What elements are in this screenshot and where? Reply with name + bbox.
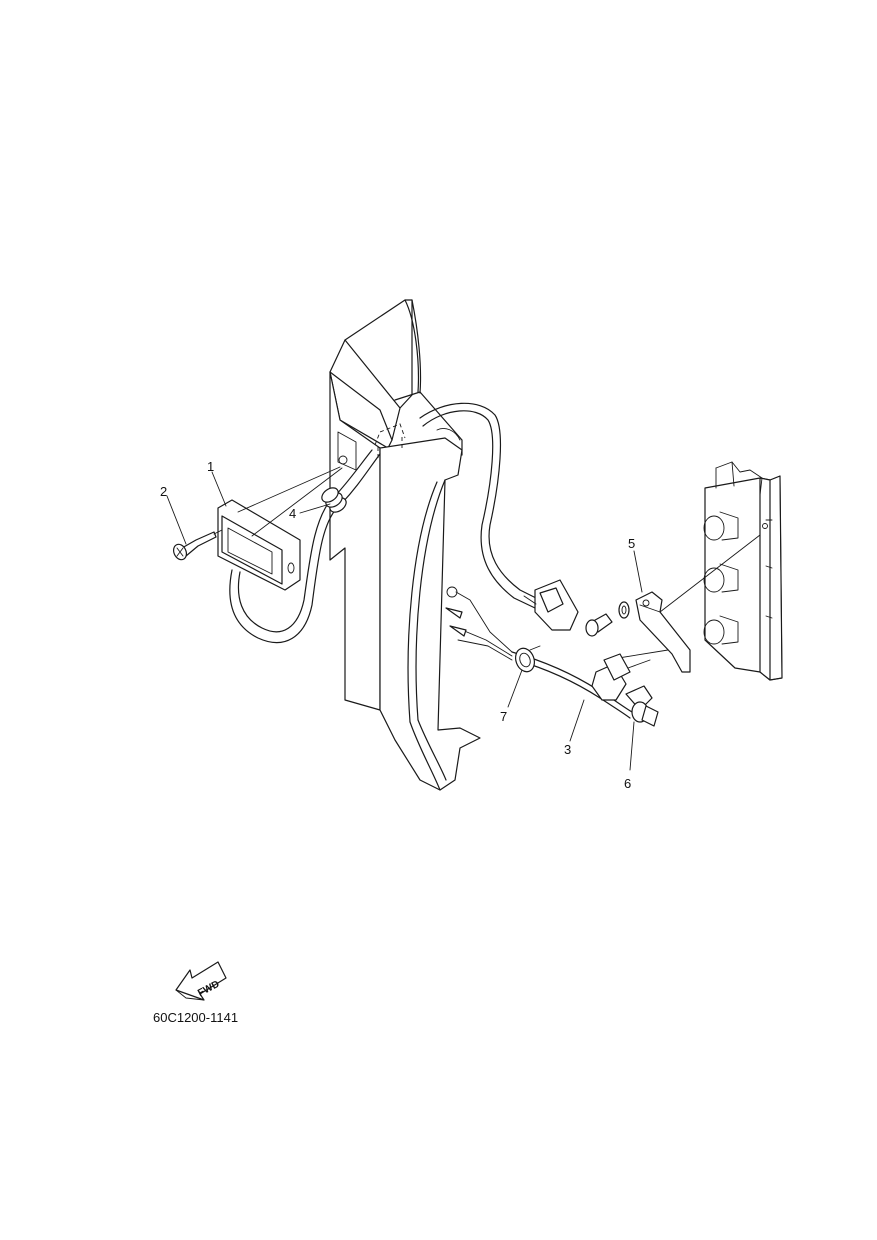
- callout-2: 2: [160, 484, 167, 499]
- sub-wire-harness: [445, 586, 651, 719]
- callout-1: 1: [207, 459, 214, 474]
- figure-code: 60C1200-1141: [153, 1010, 238, 1025]
- callout-6: 6: [624, 776, 631, 791]
- mounting-plate: [703, 461, 783, 681]
- wire-holder: [625, 685, 659, 727]
- cable-bracket: [585, 534, 761, 673]
- screw: [172, 529, 223, 561]
- indicator-meter: [217, 449, 381, 644]
- fwd-arrow-icon: FWD: [175, 961, 227, 1001]
- harness-cable: [419, 402, 579, 631]
- callout-4: 4: [289, 506, 296, 521]
- wire-clamp: [514, 645, 541, 673]
- callout-5: 5: [628, 536, 635, 551]
- leader-lines: [166, 471, 643, 771]
- callout-labels: 1 2 3 4 5 6 7: [160, 459, 635, 791]
- grommet: [321, 487, 347, 513]
- callout-3: 3: [564, 742, 571, 757]
- callout-7: 7: [500, 709, 507, 724]
- bottom-cowling-body: [329, 299, 481, 791]
